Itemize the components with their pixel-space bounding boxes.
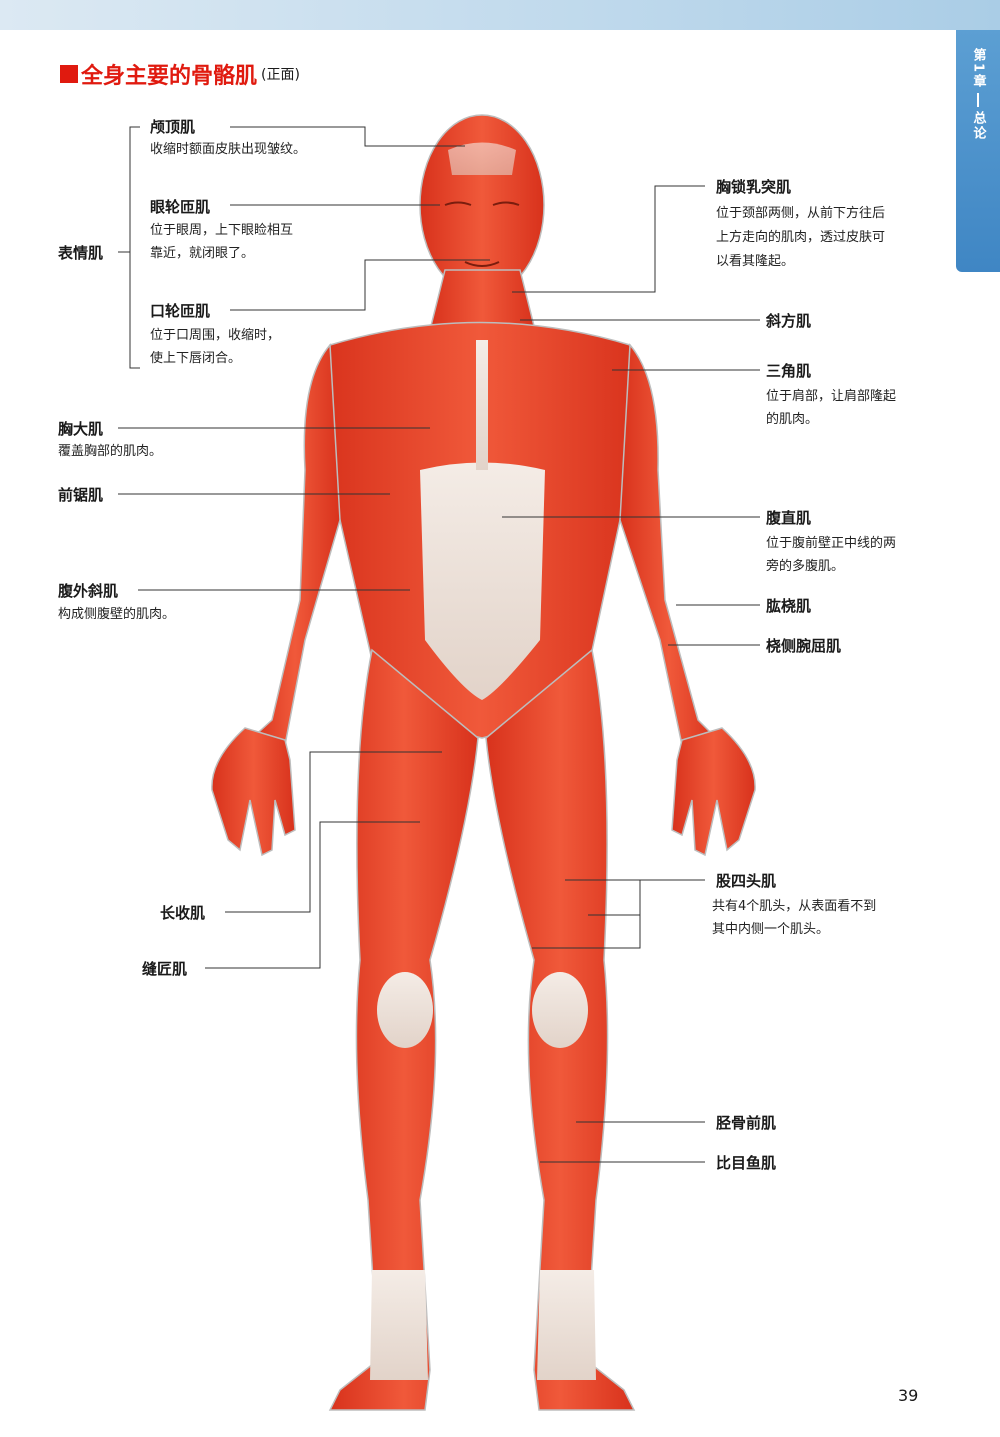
label-rectus-abdominis: 腹直肌 <box>766 509 812 527</box>
knee-left <box>377 972 433 1048</box>
forehead-aponeurosis <box>448 142 516 175</box>
desc-scm-2: 上方走向的肌肉，透过皮肤可 <box>716 230 886 245</box>
desc-quadriceps-2: 其中内侧一个肌头。 <box>712 922 830 937</box>
tendons <box>370 142 596 1380</box>
desc-pectoralis: 覆盖胸部的肌肉。 <box>58 444 163 459</box>
desc-orbicularis-oris-2: 使上下唇闭合。 <box>150 351 242 366</box>
label-fcr: 桡侧腕屈肌 <box>766 637 842 655</box>
arm-right <box>619 343 720 746</box>
eye-left <box>444 201 472 206</box>
abdomen-aponeurosis <box>420 462 545 700</box>
desc-orbicularis-oris-1: 位于口周围，收缩时， <box>150 328 281 343</box>
title-main: 全身主要的骨骼肌 <box>81 64 258 89</box>
eye-right <box>492 201 520 206</box>
chapter-tab-divider <box>977 93 979 108</box>
label-adductor-longus: 长收肌 <box>160 904 206 922</box>
label-pectoralis: 胸大肌 <box>58 420 104 438</box>
label-scm: 胸锁乳突肌 <box>716 178 792 196</box>
chapter-name: 总论 <box>970 111 986 142</box>
desc-rectus-1: 位于腹前壁正中线的两 <box>766 536 897 551</box>
label-soleus: 比目鱼肌 <box>716 1154 777 1172</box>
face <box>444 201 520 267</box>
label-deltoid: 三角肌 <box>766 362 812 380</box>
desc-deltoid-1: 位于肩部，让肩部隆起 <box>766 389 897 404</box>
leader-lines <box>118 126 760 1163</box>
title-square-icon <box>60 65 78 83</box>
label-sartorius: 缝匠肌 <box>142 960 188 978</box>
ankle-right <box>537 1270 596 1380</box>
label-quadriceps: 股四头肌 <box>716 872 777 890</box>
desc-orbicularis-oculi-1: 位于眼周，上下眼睑相互 <box>150 223 294 238</box>
neck <box>429 269 536 331</box>
label-facial-muscles: 表情肌 <box>58 244 104 262</box>
title-subtitle: (正面) <box>261 67 300 83</box>
label-orbicularis-oris: 口轮匝肌 <box>150 302 211 320</box>
page-title: 全身主要的骨骼肌 (正面) <box>60 58 300 90</box>
top-decorative-band <box>0 0 1000 30</box>
arm-left <box>248 343 341 746</box>
mouth <box>464 261 500 267</box>
desc-deltoid-2: 的肌肉。 <box>766 412 819 427</box>
hand-right <box>671 727 756 857</box>
label-trapezius: 斜方肌 <box>766 312 812 330</box>
body-outline <box>211 114 756 1411</box>
label-orbicularis-oculi: 眼轮匝肌 <box>150 198 211 216</box>
hand-left <box>211 727 296 857</box>
knee-right <box>532 972 588 1048</box>
label-frontalis: 颅顶肌 <box>150 118 196 136</box>
desc-orbicularis-oculi-2: 靠近，就闭眼了。 <box>150 246 255 261</box>
label-external-oblique: 腹外斜肌 <box>58 582 119 600</box>
desc-scm-1: 位于颈部两侧，从前下方往后 <box>716 206 886 221</box>
label-brachioradialis: 肱桡肌 <box>766 597 812 615</box>
chapter-tab[interactable]: 第1章 总论 <box>956 30 1000 272</box>
label-serratus: 前锯肌 <box>58 486 104 504</box>
page-number: 39 <box>898 1386 919 1405</box>
ankle-left <box>370 1270 428 1380</box>
desc-frontalis: 收缩时额面皮肤出现皱纹。 <box>150 142 307 157</box>
label-tibialis-anterior: 胫骨前肌 <box>716 1114 777 1132</box>
chapter-tab-label: 第1章 <box>970 48 986 90</box>
desc-rectus-2: 旁的多腹肌。 <box>766 559 845 574</box>
desc-external-oblique: 构成侧腹壁的肌肉。 <box>58 607 176 622</box>
desc-quadriceps-1: 共有4个肌头，从表面看不到 <box>712 899 877 914</box>
desc-scm-3: 以看其隆起。 <box>716 254 795 269</box>
sternum-line <box>476 340 488 470</box>
